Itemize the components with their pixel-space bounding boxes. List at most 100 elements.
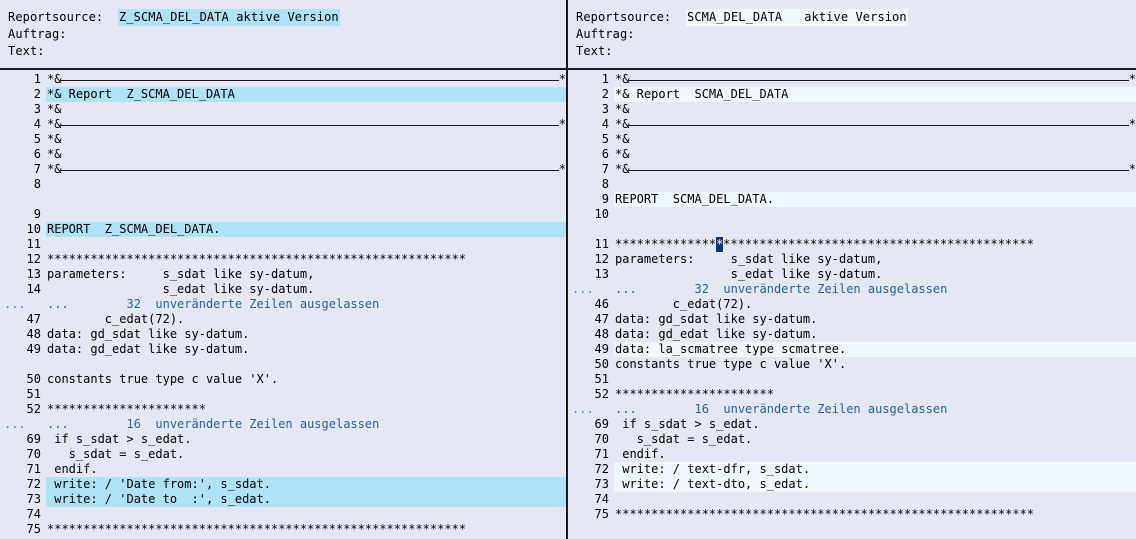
code-text[interactable]: endif. (615, 447, 666, 461)
code-text[interactable]: *&* (614, 162, 1136, 177)
code-text[interactable]: ... 16 unveränderte Zeilen ausgelassen (47, 417, 380, 431)
code-line[interactable]: 52********************** (568, 387, 1136, 402)
code-line[interactable]: 8 (568, 177, 1136, 192)
code-text[interactable]: REPORT Z_SCMA_DEL_DATA. (46, 222, 566, 237)
code-text[interactable]: REPORT SCMA_DEL_DATA. (614, 192, 1136, 207)
code-line[interactable]: 4*&* (568, 117, 1136, 132)
code-text[interactable]: ****************************************… (614, 237, 1136, 252)
code-line[interactable]: 4*&* (0, 117, 566, 132)
code-text[interactable]: ... 32 unveränderte Zeilen ausgelassen (47, 297, 380, 311)
code-line[interactable]: 14 s_edat like sy-datum. (0, 282, 566, 297)
code-line[interactable]: 74 (0, 507, 566, 522)
code-text[interactable]: constants true type c value 'X'. (47, 372, 279, 386)
code-line[interactable]: 2*& Report SCMA_DEL_DATA (568, 87, 1136, 102)
code-line[interactable]: 74 (568, 492, 1136, 507)
code-line[interactable]: 5*& (0, 132, 566, 147)
code-line[interactable]: 6*& (0, 147, 566, 162)
code-line[interactable]: 70 s_sdat = s_edat. (568, 432, 1136, 447)
code-line[interactable]: 69 if s_sdat > s_edat. (0, 432, 566, 447)
code-text[interactable]: *&* (614, 72, 1136, 87)
code-line[interactable]: 70 s_sdat = s_edat. (0, 447, 566, 462)
code-text[interactable]: *&* (46, 117, 566, 132)
code-text[interactable]: c_edat(72). (615, 297, 753, 311)
code-text[interactable]: write: / 'Date to :', s_edat. (46, 492, 566, 507)
code-line[interactable]: 73 write: / text-dto, s_edat. (568, 477, 1136, 492)
code-text[interactable]: ********************** (615, 387, 774, 401)
code-line[interactable]: 75**************************************… (0, 522, 566, 537)
code-text[interactable]: write: / text-dfr, s_sdat. (614, 462, 1136, 477)
code-line[interactable]: 9 (0, 207, 566, 222)
reportsource-value[interactable]: SCMA_DEL_DATA aktive Version (686, 9, 908, 26)
code-text[interactable]: *& Report SCMA_DEL_DATA (614, 87, 1136, 102)
code-text[interactable]: *&* (614, 117, 1136, 132)
code-text[interactable]: data: gd_sdat like sy-datum. (47, 327, 250, 341)
code-line[interactable]: 69 if s_sdat > s_edat. (568, 417, 1136, 432)
code-text[interactable]: parameters: s_sdat like sy-datum, (615, 252, 883, 266)
code-text[interactable]: endif. (47, 462, 98, 476)
code-line[interactable]: 1*&* (568, 72, 1136, 87)
code-text[interactable]: ... 16 unveränderte Zeilen ausgelassen (615, 402, 948, 416)
code-text[interactable]: s_edat like sy-datum. (47, 282, 315, 296)
code-line[interactable]: 2*& Report Z_SCMA_DEL_DATA (0, 87, 566, 102)
code-text[interactable]: ****************************************… (615, 507, 1035, 521)
code-line[interactable]: 51 (0, 387, 566, 402)
reportsource-value[interactable]: Z_SCMA_DEL_DATA aktive Version (118, 9, 340, 26)
code-text[interactable]: write: / text-dto, s_edat. (614, 477, 1136, 492)
code-text[interactable]: *& (47, 147, 62, 161)
code-line[interactable]: 75**************************************… (568, 507, 1136, 522)
code-line[interactable]: 73 write: / 'Date to :', s_edat. (0, 492, 566, 507)
code-line[interactable]: 8 (0, 177, 566, 192)
code-line[interactable]: 71 endif. (568, 447, 1136, 462)
omitted-lines-marker[interactable]: ...... 16 unveränderte Zeilen ausgelasse… (0, 417, 566, 432)
code-text[interactable]: *& Report Z_SCMA_DEL_DATA (46, 87, 566, 102)
code-line[interactable]: 72 write: / text-dfr, s_sdat. (568, 462, 1136, 477)
code-text[interactable]: c_edat(72). (47, 312, 185, 326)
code-text[interactable]: data: gd_edat like sy-datum. (615, 327, 818, 341)
code-text[interactable]: if s_sdat > s_edat. (47, 432, 192, 446)
text-cursor[interactable]: * (716, 237, 724, 252)
omitted-lines-marker[interactable]: ...... 32 unveränderte Zeilen ausgelasse… (0, 297, 566, 312)
code-text[interactable]: constants true type c value 'X'. (615, 357, 847, 371)
omitted-lines-marker[interactable]: ...... 16 unveränderte Zeilen ausgelasse… (568, 402, 1136, 417)
code-line[interactable]: 51 (568, 372, 1136, 387)
code-text[interactable]: data: la_scmatree type scmatree. (614, 342, 1136, 357)
code-line[interactable]: 71 endif. (0, 462, 566, 477)
code-line[interactable]: 3*& (0, 102, 566, 117)
code-text[interactable]: *& (47, 102, 62, 116)
code-line[interactable]: 11**************************************… (568, 237, 1136, 252)
code-text[interactable]: ********************** (47, 402, 206, 416)
code-text[interactable]: *& (47, 132, 62, 146)
code-text[interactable]: ... 32 unveränderte Zeilen ausgelassen (615, 282, 948, 296)
code-line[interactable]: 1*&* (0, 72, 566, 87)
omitted-lines-marker[interactable]: ...... 32 unveränderte Zeilen ausgelasse… (568, 282, 1136, 297)
code-text[interactable]: write: / 'Date from:', s_sdat. (46, 477, 566, 492)
code-line[interactable]: 7*&* (568, 162, 1136, 177)
code-line[interactable]: 12**************************************… (0, 252, 566, 267)
code-text[interactable]: *& (615, 147, 630, 161)
code-line[interactable]: 72 write: / 'Date from:', s_sdat. (0, 477, 566, 492)
code-text[interactable]: *& (615, 102, 630, 116)
code-line[interactable]: 47 c_edat(72). (0, 312, 566, 327)
code-line[interactable]: 10 (568, 207, 1136, 222)
code-text[interactable]: *&* (46, 72, 566, 87)
code-line[interactable]: 46 c_edat(72). (568, 297, 1136, 312)
code-line[interactable]: 52********************** (0, 402, 566, 417)
code-text[interactable]: ****************************************… (47, 252, 467, 266)
code-text[interactable]: *& (615, 132, 630, 146)
code-text[interactable]: data: gd_edat like sy-datum. (47, 342, 250, 356)
code-text[interactable]: s_sdat = s_edat. (615, 432, 753, 446)
code-text[interactable]: ****************************************… (47, 522, 467, 536)
code-text[interactable]: data: gd_sdat like sy-datum. (615, 312, 818, 326)
code-line[interactable]: 13 s_edat like sy-datum. (568, 267, 1136, 282)
